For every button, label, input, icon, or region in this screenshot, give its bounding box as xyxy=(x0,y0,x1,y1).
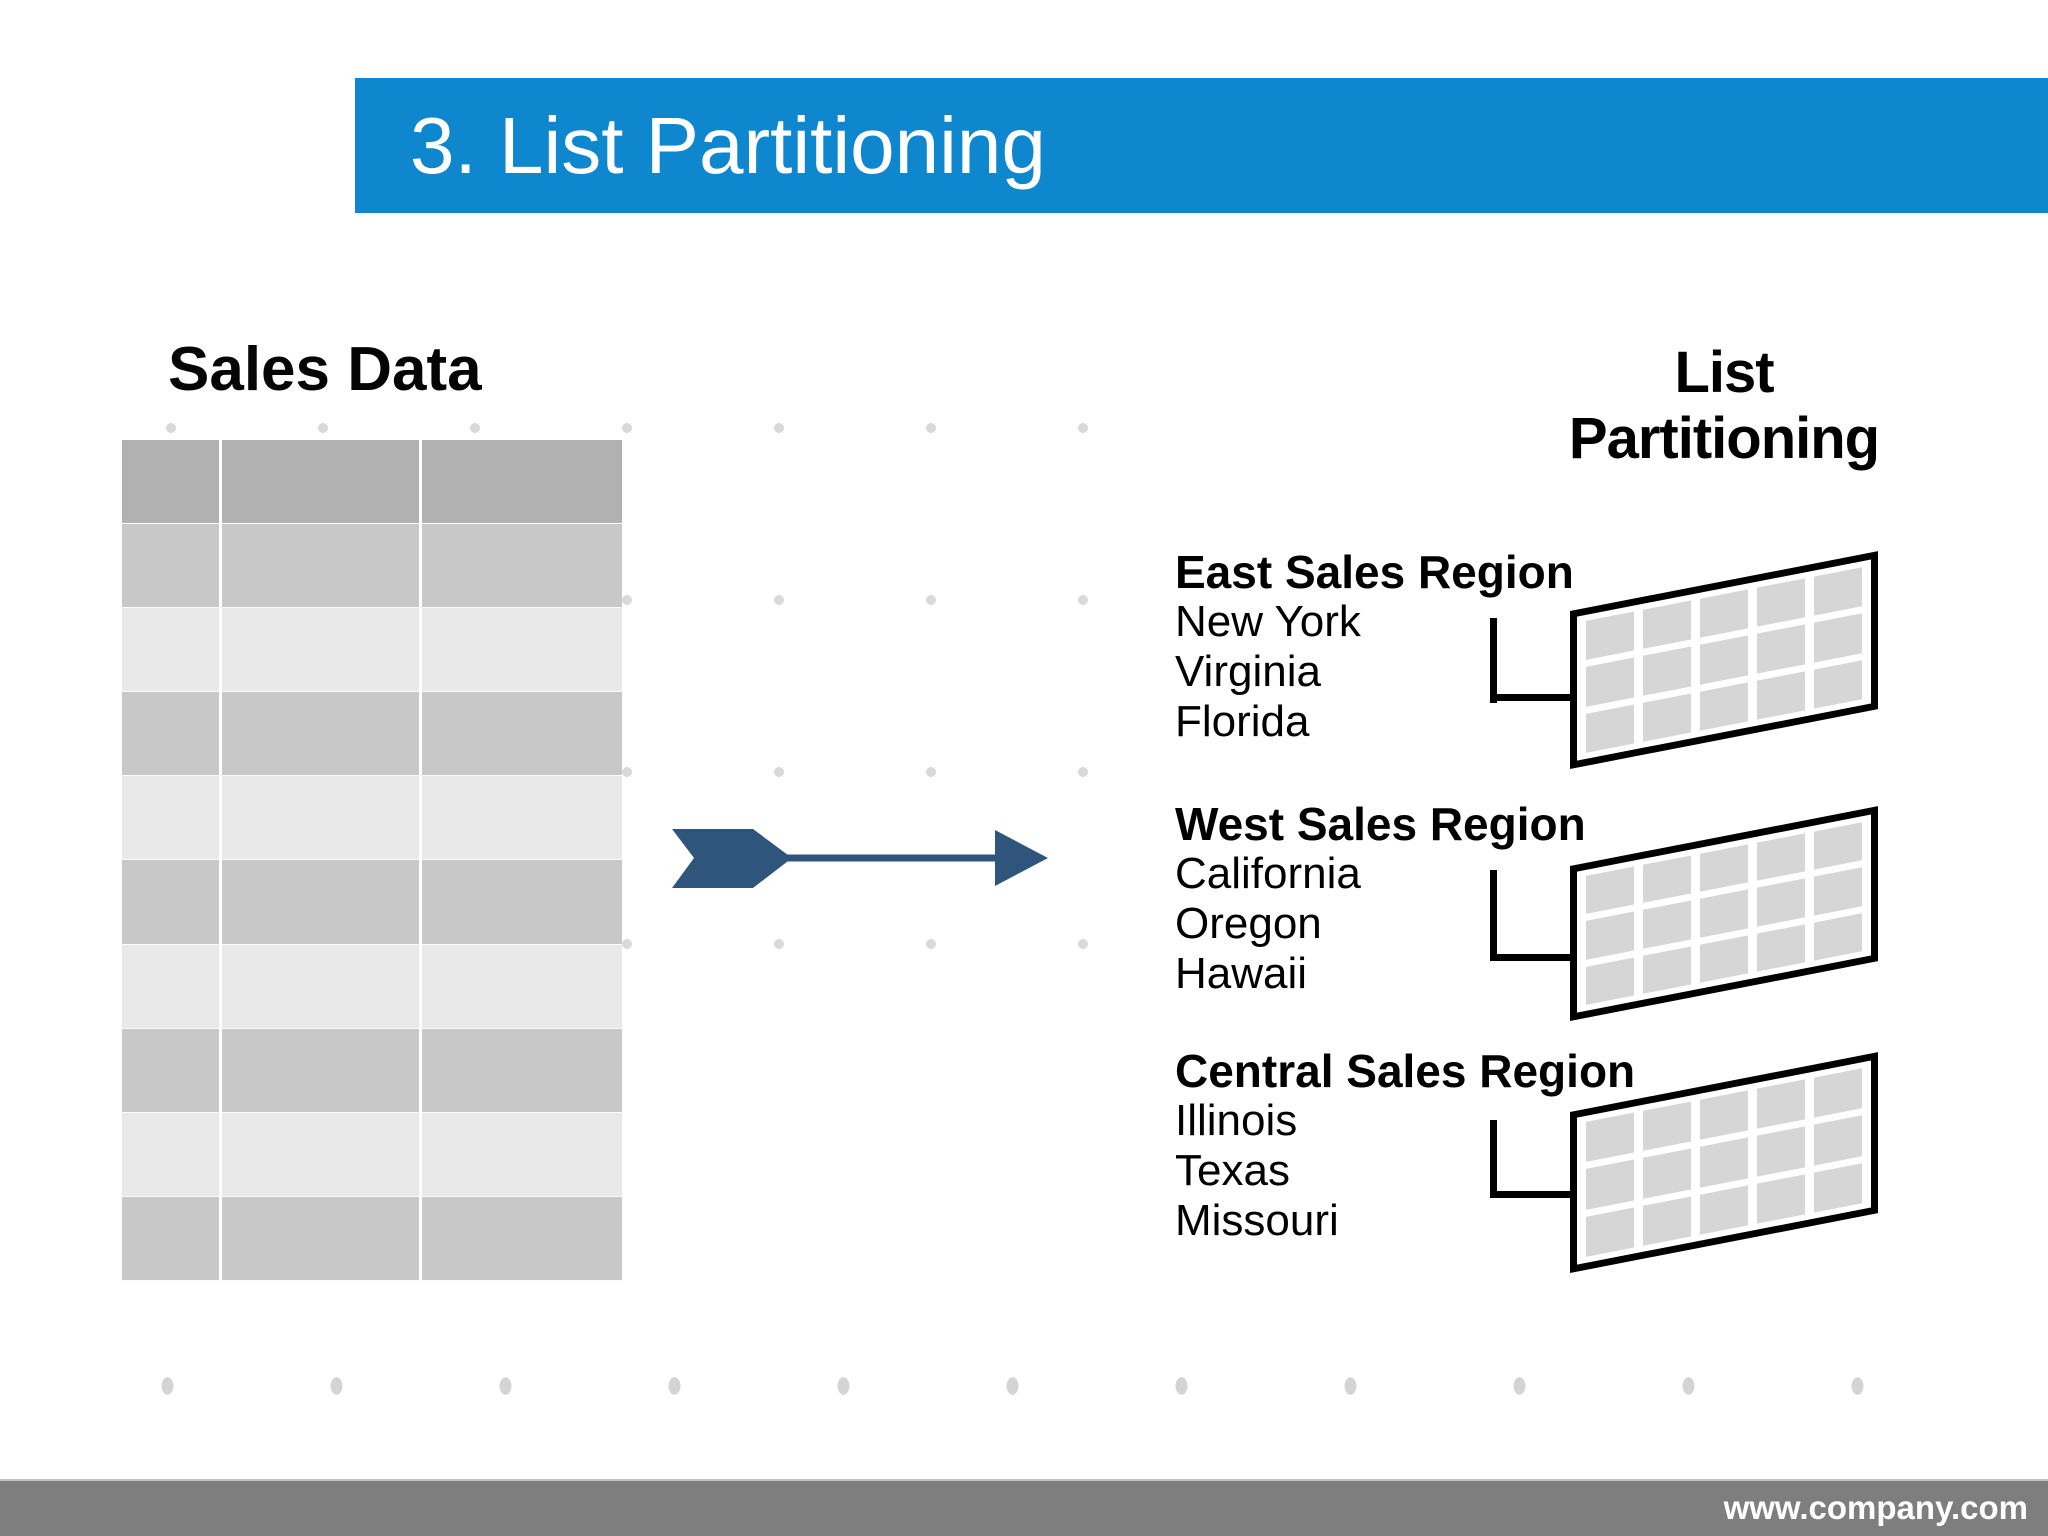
list-partitioning-title: List Partitioning xyxy=(1563,340,1885,472)
table-row xyxy=(122,1028,622,1113)
table-row xyxy=(122,944,622,1029)
group-item: Illinois xyxy=(1175,1096,1298,1145)
connector-central xyxy=(1490,1120,1497,1198)
partition-cells xyxy=(1586,567,1862,753)
table-row xyxy=(122,776,622,861)
partition-panel-west xyxy=(1570,806,1878,1021)
table-row xyxy=(122,692,622,777)
list-partitioning-title-line2: Partitioning xyxy=(1568,406,1880,471)
group-item: Texas xyxy=(1175,1146,1290,1195)
table-row xyxy=(122,1112,622,1197)
group-item: Oregon xyxy=(1175,899,1322,948)
group-heading: West Sales Region xyxy=(1175,798,1586,850)
group-item: Hawaii xyxy=(1175,949,1308,998)
table-row xyxy=(122,1196,622,1281)
connector-east xyxy=(1490,694,1600,701)
table-row xyxy=(122,860,622,945)
connector-west xyxy=(1490,870,1497,961)
group-item: Florida xyxy=(1175,697,1310,746)
sales-data-table xyxy=(122,440,622,1281)
right-arrow-icon xyxy=(672,829,1048,888)
list-partitioning-title-line1: List xyxy=(1674,340,1774,405)
slide-title: 3. List Partitioning xyxy=(410,101,1046,190)
background-dot-row xyxy=(83,1336,1942,1436)
partition-panel-east xyxy=(1570,551,1878,769)
table-row xyxy=(122,608,622,693)
connector-west xyxy=(1490,954,1600,961)
group-item: New York xyxy=(1175,597,1361,646)
group-item: Missouri xyxy=(1175,1196,1339,1245)
table-row xyxy=(122,524,622,609)
sales-data-heading: Sales Data xyxy=(168,335,482,404)
group-heading: East Sales Region xyxy=(1175,546,1574,598)
connector-east xyxy=(1490,618,1497,703)
group-item: Virginia xyxy=(1175,647,1321,696)
group-central-sales-region: Central Sales Region Illinois Texas Miss… xyxy=(1175,1046,1635,1246)
partition-cells xyxy=(1586,822,1862,1005)
group-item: California xyxy=(1175,849,1361,898)
footer-bar: www.company.com xyxy=(0,1479,2048,1536)
group-west-sales-region: West Sales Region California Oregon Hawa… xyxy=(1175,799,1586,999)
footer-url: www.company.com xyxy=(1723,1489,2028,1526)
title-bar: 3. List Partitioning xyxy=(355,78,2048,213)
group-heading: Central Sales Region xyxy=(1175,1045,1636,1097)
connector-central xyxy=(1490,1191,1600,1198)
group-east-sales-region: East Sales Region New York Virginia Flor… xyxy=(1175,547,1574,747)
table-header-row xyxy=(122,440,622,525)
